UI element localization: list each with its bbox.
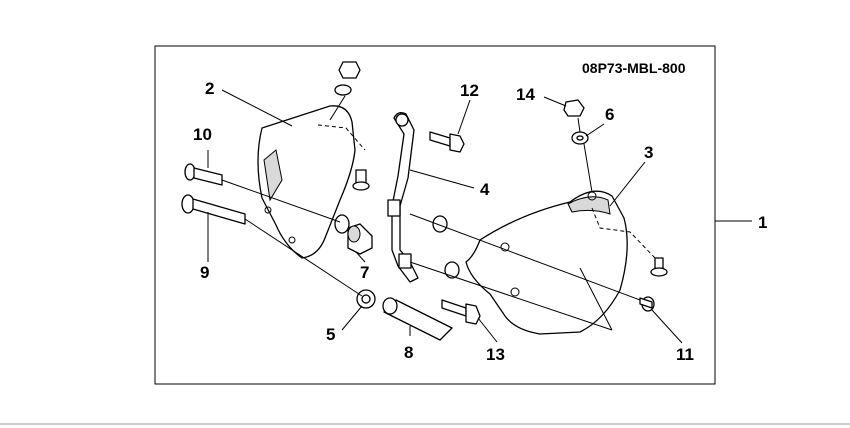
callout-8: 8 — [404, 343, 413, 362]
right-guard-screw-part — [650, 257, 668, 277]
part-code: 08P73-MBL-800 — [582, 60, 686, 76]
diagram-frame — [154, 45, 716, 385]
callout-5: 5 — [326, 325, 335, 344]
nut-14-part — [563, 99, 585, 117]
washer-5-part — [356, 289, 376, 309]
collar-upper-right-part — [432, 215, 448, 233]
spacer-part — [334, 214, 350, 234]
callout-12: 12 — [460, 81, 479, 100]
callout-2: 2 — [205, 79, 214, 98]
collar-8-part — [382, 297, 453, 341]
bolt-12-part — [429, 131, 465, 153]
callout-leaders — [207, 89, 752, 344]
callout-11: 11 — [676, 345, 694, 364]
alignment-lines — [221, 95, 641, 331]
callout-7: 7 — [360, 263, 369, 282]
bolt-9-part — [181, 194, 246, 225]
callout-14: 14 — [516, 85, 535, 104]
right-guard-part — [465, 190, 656, 335]
left-guard-screw-part — [352, 169, 370, 191]
callout-3: 3 — [644, 143, 653, 162]
bolt-13-part — [441, 299, 481, 325]
callout-10: 10 — [193, 125, 212, 144]
callout-4: 4 — [480, 180, 490, 199]
callout-6: 6 — [605, 105, 614, 124]
stay-part — [387, 112, 419, 283]
top-nut-part — [334, 61, 361, 96]
bolt-11-part — [639, 296, 655, 312]
callout-13: 13 — [486, 345, 505, 364]
left-guard-part — [257, 105, 366, 259]
callout-1: 1 — [758, 213, 767, 232]
washer-6-part — [571, 131, 589, 145]
callout-9: 9 — [200, 263, 209, 282]
bolt-10-part — [184, 163, 223, 186]
collar-lower-right-part — [444, 261, 460, 279]
collar-7-part — [347, 223, 373, 255]
